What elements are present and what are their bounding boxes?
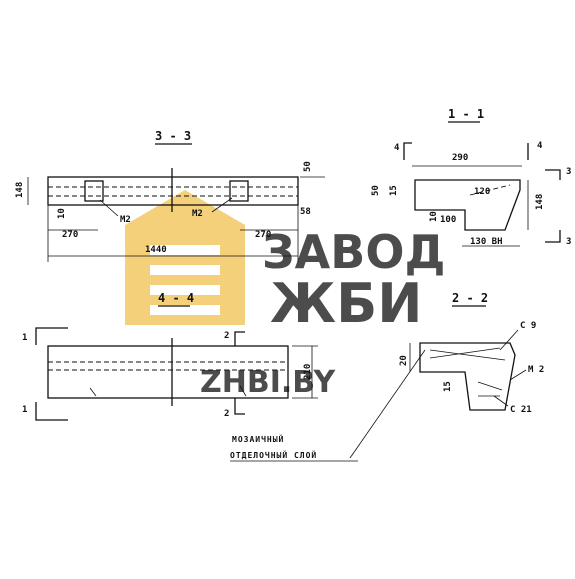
view-section-2-2: 2 - 2 20 15 С 9 М 2 С 21: [399, 291, 544, 415]
dim-50: 50: [371, 185, 381, 196]
dim-148-1-1: 148: [535, 194, 545, 210]
cut-mark-3-bottom: 3: [566, 237, 571, 247]
watermark-line1: ЗАВОД: [262, 225, 445, 279]
cut-mark-1-bottom: 1: [22, 405, 27, 415]
dim-120: 120: [474, 187, 490, 197]
dim-height-210: 210: [303, 364, 313, 380]
watermark-logo-icon: [125, 190, 245, 325]
label-c9: С 9: [520, 321, 536, 331]
dim-20: 20: [399, 355, 409, 366]
label-m2-right: М2: [192, 209, 203, 219]
watermark-line2: ЖБИ: [270, 272, 422, 335]
cut-mark-4-right: 4: [537, 141, 543, 151]
dim-width-290: 290: [452, 153, 468, 163]
section-title-3-3: 3 - 3: [155, 129, 191, 143]
dim-length-1440: 1440: [145, 245, 167, 255]
watermark: ЗАВОД ЖБИ ZHBI.BY: [125, 190, 445, 400]
label-m2-left: М2: [120, 215, 131, 225]
label-c21: С 21: [510, 405, 532, 415]
dim-15: 15: [389, 185, 399, 196]
dim-10-1-1: 10: [429, 211, 439, 222]
section-title-1-1: 1 - 1: [448, 107, 484, 121]
dim-58: 58: [300, 207, 311, 217]
dim-right-270: 270: [255, 230, 271, 240]
view-section-3-3: 3 - 3 М2 М2 148 50 10 270 270 58 1440: [15, 129, 325, 262]
cut-mark-2-top: 2: [224, 331, 229, 341]
embedded-plate-m2-left: [84, 180, 104, 202]
dim-10: 10: [57, 208, 67, 219]
dim-left-270: 270: [62, 230, 78, 240]
view-section-1-1: 1 - 1 4 4 290 50 15 120 10 100 148 130 В…: [371, 107, 571, 247]
dim-top-50: 50: [303, 161, 313, 172]
label-m2-2-2: М 2: [528, 365, 544, 375]
embedded-plate-m2-right: [229, 180, 249, 202]
beam-profile-1-1: [414, 179, 521, 231]
view-section-4-4: 4 - 4 1 1 2 2 210: [22, 291, 318, 421]
note-finishing-layer: МОЗАИЧНЫЙ ОТДЕЛОЧНЫЙ СЛОЙ: [230, 349, 426, 462]
cut-mark-1-top: 1: [22, 333, 27, 343]
cut-mark-3-top: 3: [566, 167, 571, 177]
beam-elevation-4-4: [47, 345, 289, 399]
section-title-4-4: 4 - 4: [158, 291, 194, 305]
note-line2: ОТДЕЛОЧНЫЙ СЛОЙ: [230, 449, 317, 460]
cut-mark-4-left: 4: [394, 143, 400, 153]
dim-130: 130 ВН: [470, 237, 503, 247]
dim-15-2-2: 15: [443, 381, 453, 392]
dim-height-148: 148: [15, 182, 25, 198]
beam-detail-2-2: [419, 342, 516, 411]
section-title-2-2: 2 - 2: [452, 291, 488, 305]
beam-elevation-3-3: [47, 176, 299, 206]
cut-mark-2-bottom: 2: [224, 409, 229, 419]
note-line1: МОЗАИЧНЫЙ: [232, 433, 284, 444]
dim-100: 100: [440, 215, 456, 225]
watermark-url: ZHBI.BY: [200, 365, 337, 400]
note-leader-line: [349, 349, 426, 459]
